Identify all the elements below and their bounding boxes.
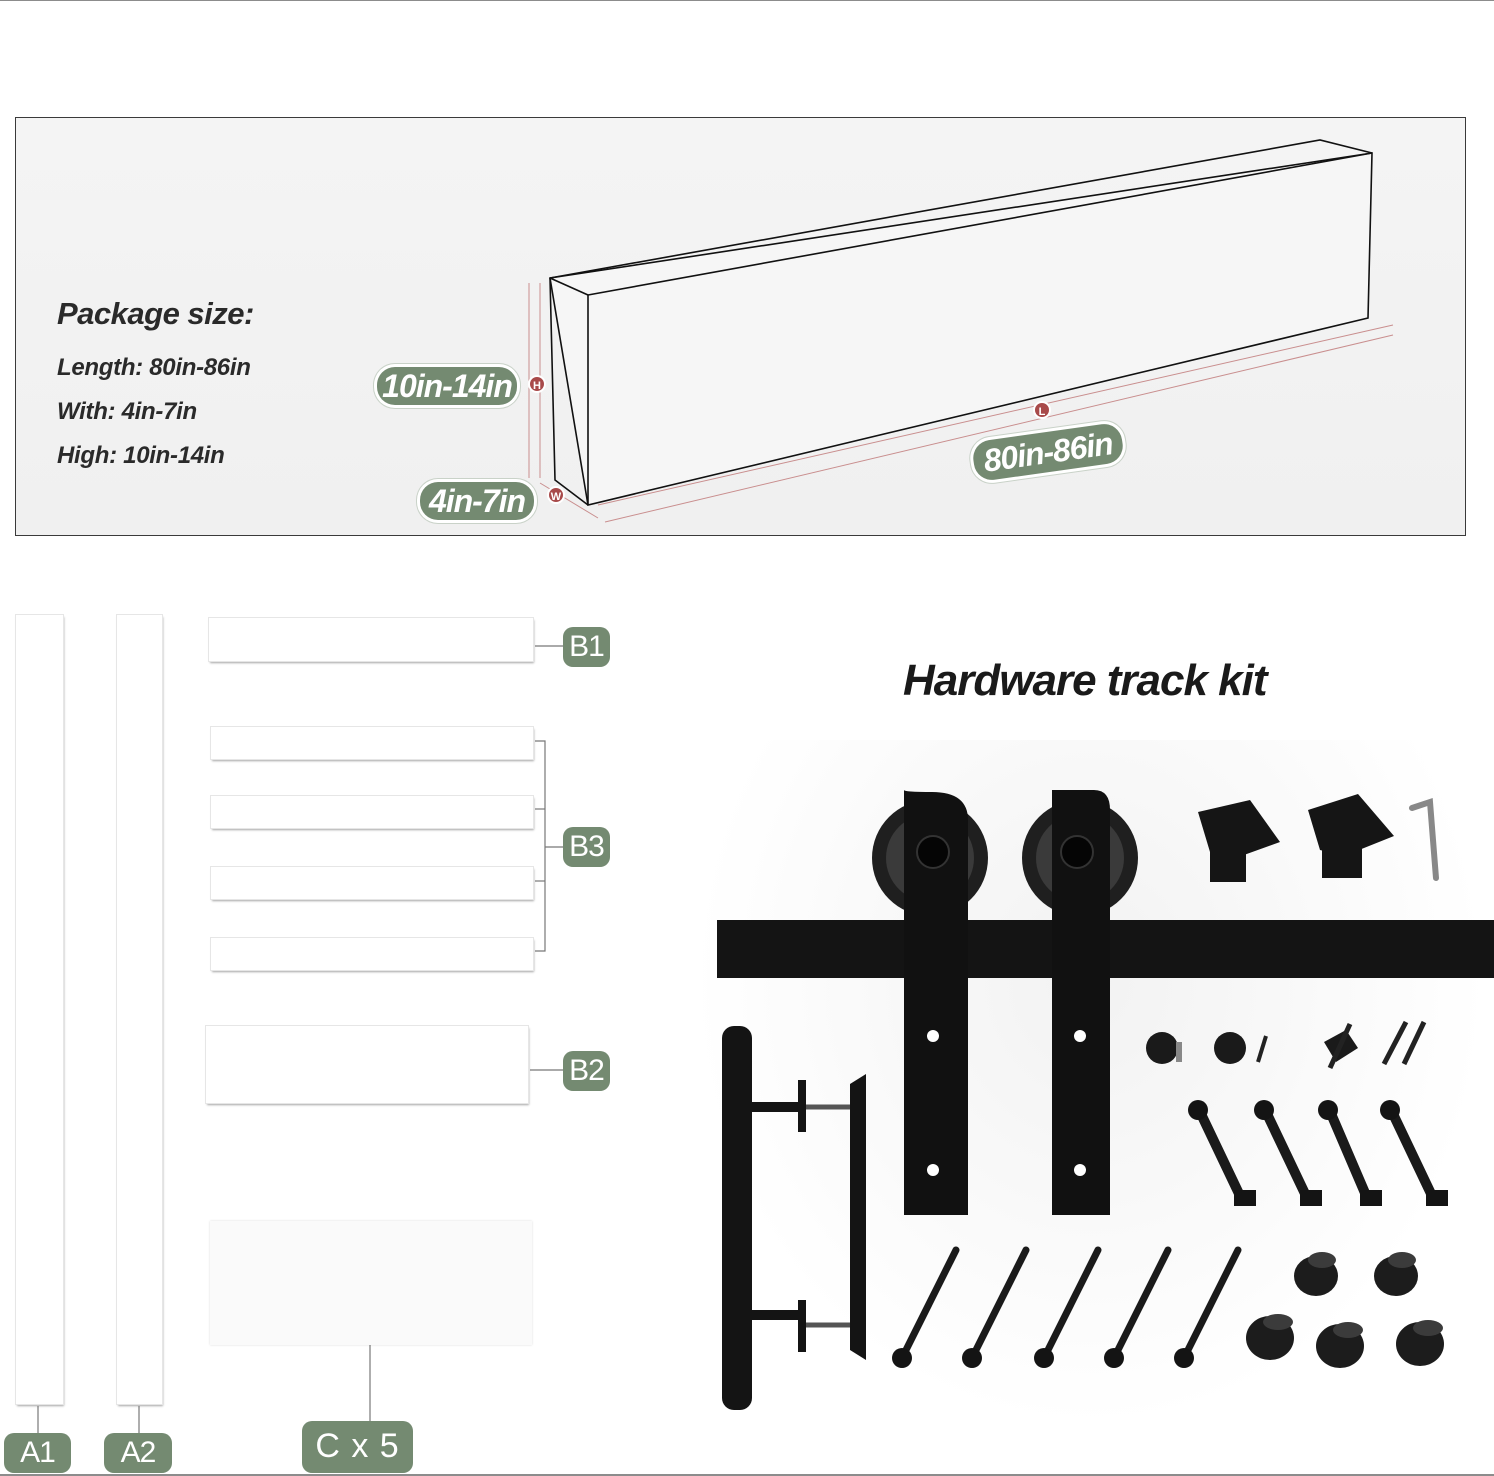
marker-h-label: H bbox=[533, 380, 541, 392]
part-b1-board bbox=[209, 618, 533, 661]
part-a1-tag: A1 bbox=[4, 1433, 71, 1473]
package-box-drawing: H W L bbox=[528, 139, 1394, 523]
lag-screws bbox=[900, 1246, 1242, 1358]
hardware-title: Hardware track kit bbox=[903, 656, 1268, 705]
part-b1-leader bbox=[535, 645, 565, 647]
package-length: Length: 80in-86in bbox=[57, 354, 251, 381]
hardware-kit-illustration bbox=[717, 790, 1494, 1410]
bottom-divider bbox=[0, 1474, 1494, 1476]
part-b3-bracket bbox=[535, 740, 567, 952]
part-b1-tag: B1 bbox=[563, 627, 610, 667]
hex-key bbox=[1409, 797, 1439, 881]
top-divider bbox=[0, 0, 1494, 1]
dimension-markers: H W L bbox=[528, 375, 1051, 504]
part-b3-board-2 bbox=[211, 796, 533, 828]
part-c-tag: C x 5 bbox=[302, 1421, 413, 1473]
part-b3-tag: B3 bbox=[563, 827, 610, 867]
part-c-leader bbox=[369, 1345, 371, 1421]
part-a2-tag: A2 bbox=[104, 1433, 172, 1473]
package-height: High: 10in-14in bbox=[57, 442, 225, 469]
marker-l-icon bbox=[1033, 401, 1051, 419]
marker-w-label: W bbox=[551, 491, 562, 503]
part-a1-post bbox=[16, 615, 63, 1404]
door-pull-handle bbox=[722, 1026, 866, 1410]
hanger-2 bbox=[1022, 790, 1138, 1215]
package-width: With: 4in-7in bbox=[57, 398, 197, 425]
part-b2-tag: B2 bbox=[563, 1051, 610, 1091]
part-c-panel bbox=[210, 1221, 532, 1345]
end-stop-1 bbox=[1198, 800, 1280, 882]
marker-w-icon bbox=[547, 486, 565, 504]
package-size-title: Package size: bbox=[57, 296, 254, 331]
package-size-info: Package size: Length: 80in-86in With: 4i… bbox=[57, 296, 254, 478]
part-b2-leader bbox=[530, 1069, 564, 1071]
hanger-1 bbox=[872, 790, 988, 1215]
bolts bbox=[1197, 1111, 1439, 1205]
part-b3-board-3 bbox=[211, 867, 533, 899]
marker-l-label: L bbox=[1039, 406, 1046, 418]
part-b3-board-4 bbox=[211, 938, 533, 970]
height-dimension-label: 10in-14in bbox=[377, 367, 517, 405]
part-b3-board-1 bbox=[211, 727, 533, 759]
part-a2-post bbox=[117, 615, 162, 1404]
spacers bbox=[1246, 1256, 1444, 1368]
end-stop-2 bbox=[1308, 794, 1394, 878]
part-leader-lines bbox=[37, 1406, 140, 1436]
width-dimension-label: 4in-7in bbox=[420, 482, 534, 520]
part-b2-board bbox=[206, 1026, 528, 1103]
small-hardware-row bbox=[1146, 1020, 1427, 1070]
marker-h-icon bbox=[528, 375, 546, 393]
